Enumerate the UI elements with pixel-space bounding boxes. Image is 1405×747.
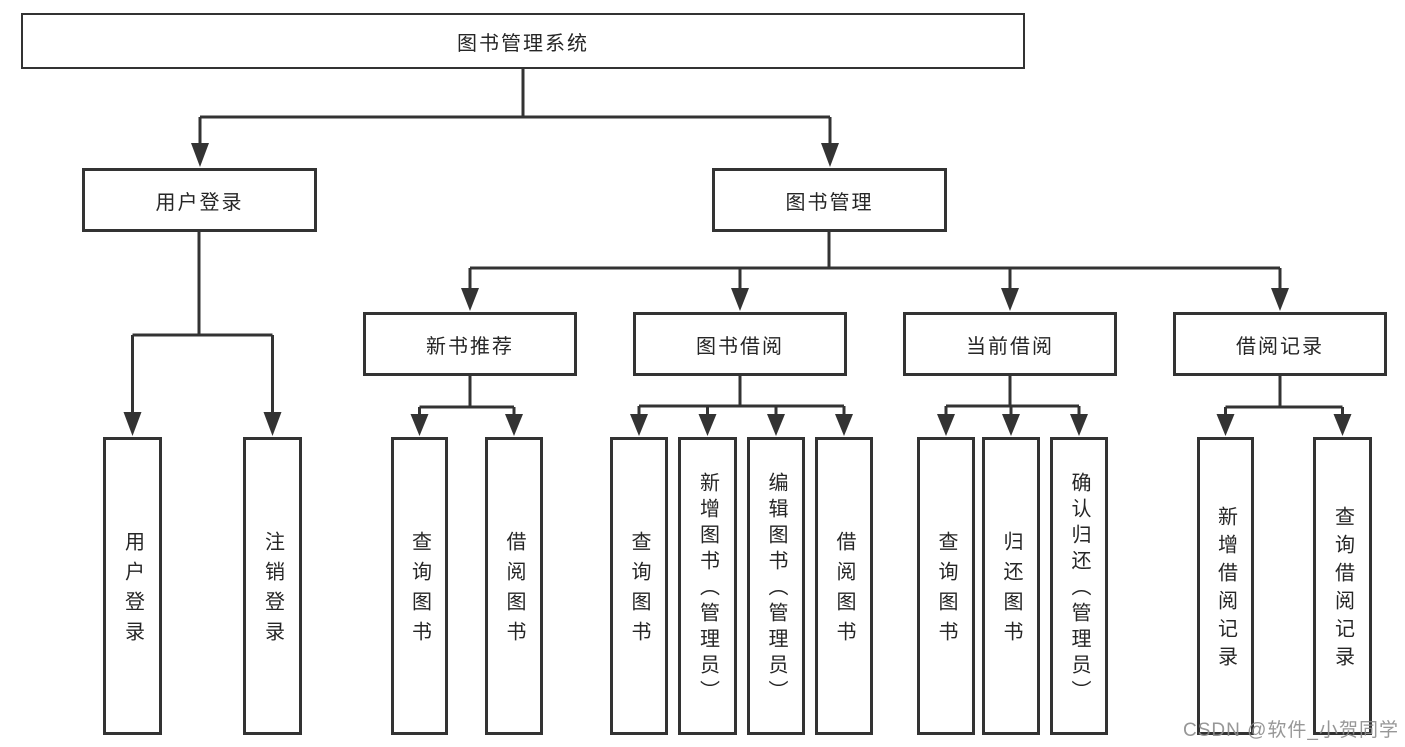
node-nb-query-books: 查询图书 <box>391 437 448 735</box>
node-nb-borrow-books: 借阅图书 <box>485 437 543 735</box>
node-label: 查询图书 <box>628 531 650 651</box>
node-leaf-user-login: 用户登录 <box>103 437 162 735</box>
node-label: 新增图书（管理员） <box>696 472 719 706</box>
node-br-query-record: 查询借阅记录 <box>1313 437 1372 735</box>
node-bb-add-books-admin: 新增图书（管理员） <box>678 437 737 735</box>
node-label: 用户登录 <box>155 191 244 214</box>
node-label: 借阅图书 <box>503 531 525 651</box>
node-label: 查询图书 <box>935 531 957 651</box>
watermark-text: CSDN @软件_小贺同学 <box>1183 720 1399 741</box>
node-label: 图书管理 <box>785 191 874 214</box>
node-bb-query-books: 查询图书 <box>610 437 668 735</box>
node-book-management: 图书管理 <box>712 168 947 232</box>
node-label: 查询借阅记录 <box>1331 506 1354 674</box>
node-label: 查询图书 <box>408 531 431 651</box>
node-label: 注销登录 <box>261 531 284 651</box>
node-bb-edit-books-admin: 编辑图书（管理员） <box>747 437 805 735</box>
node-cb-query-books: 查询图书 <box>917 437 975 735</box>
node-label: 借阅图书 <box>833 531 855 651</box>
node-label: 用户登录 <box>121 531 144 651</box>
node-label: 确认归还（管理员） <box>1068 472 1090 706</box>
node-borrowing-records: 借阅记录 <box>1173 312 1387 376</box>
node-leaf-logout: 注销登录 <box>243 437 302 735</box>
node-label: 当前借阅 <box>966 335 1054 358</box>
node-label: 归还图书 <box>1000 531 1022 651</box>
node-label: 图书管理系统 <box>457 32 589 55</box>
node-label: 编辑图书（管理员） <box>765 472 787 706</box>
node-br-add-record: 新增借阅记录 <box>1197 437 1254 735</box>
node-bb-borrow-books: 借阅图书 <box>815 437 873 735</box>
node-label: 新增借阅记录 <box>1214 506 1237 674</box>
node-new-book-recommend: 新书推荐 <box>363 312 577 376</box>
node-book-borrowing: 图书借阅 <box>633 312 847 376</box>
node-cb-return-books: 归还图书 <box>982 437 1040 735</box>
node-user-login: 用户登录 <box>82 168 317 232</box>
node-current-borrowing: 当前借阅 <box>903 312 1117 376</box>
node-label: 借阅记录 <box>1236 335 1324 358</box>
node-root-library-management-system: 图书管理系统 <box>21 13 1025 69</box>
node-label: 图书借阅 <box>696 335 784 358</box>
arrowhead-icons <box>123 143 1352 436</box>
node-label: 新书推荐 <box>426 335 514 358</box>
node-cb-confirm-return-admin: 确认归还（管理员） <box>1050 437 1108 735</box>
